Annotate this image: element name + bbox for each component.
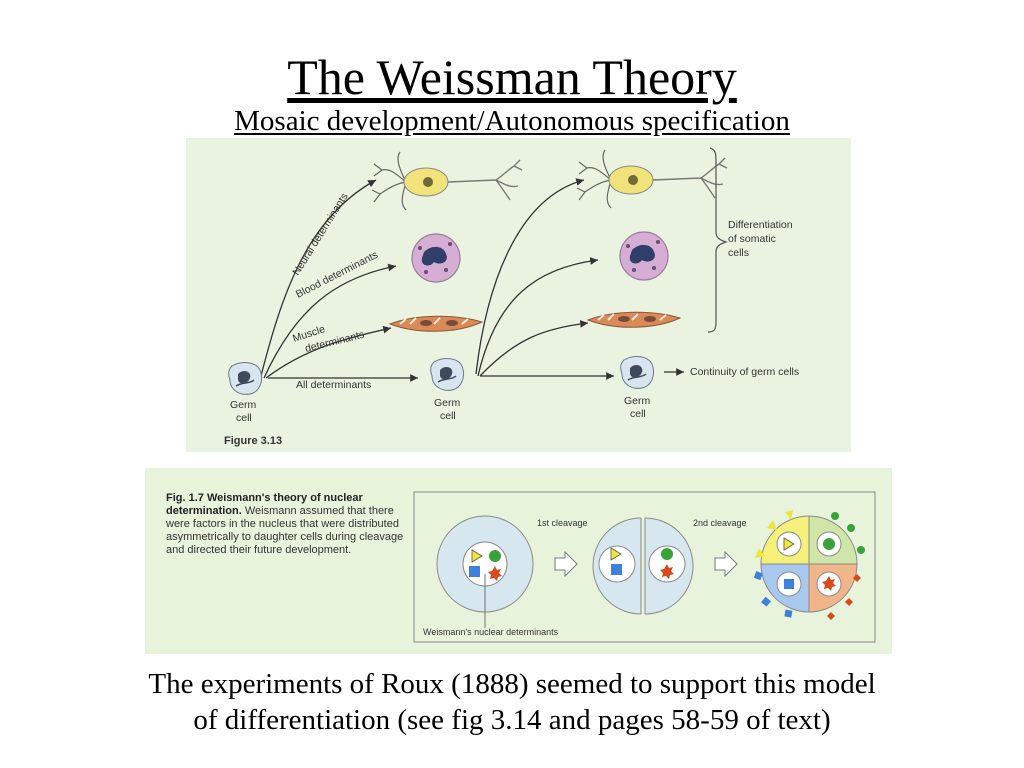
muscle-cell — [389, 315, 483, 333]
surface-marker — [845, 598, 853, 606]
cells-label: cells — [728, 247, 749, 259]
neural-arrow-2 — [475, 178, 585, 375]
arrow-right-icon-2 — [714, 550, 738, 578]
red-star-icon — [488, 566, 502, 581]
cell-label: cell — [236, 412, 252, 424]
blue-square-icon-2 — [611, 564, 622, 575]
surface-marker — [767, 520, 777, 530]
arrow-right-icon — [554, 550, 578, 578]
germ-label-2: Germ — [434, 397, 461, 409]
surface-marker — [784, 609, 793, 618]
surface-marker — [755, 548, 765, 558]
germ-cell-icon-3 — [619, 355, 655, 390]
germ-cell-icon-2 — [429, 357, 465, 392]
surface-marker — [853, 574, 861, 582]
caption-body: Weismann assumed that there were factors… — [166, 505, 404, 556]
neuron-cell-2 — [576, 149, 728, 209]
germ-label: Germ — [230, 399, 257, 411]
muscle-cell-2 — [587, 311, 681, 329]
surface-marker — [831, 512, 839, 520]
cell-label-2: cell — [440, 410, 456, 422]
surface-marker — [761, 596, 771, 607]
yellow-triangle-icon-3 — [783, 537, 795, 551]
blue-square-icon-3 — [784, 579, 794, 589]
second-cleavage-label: 2nd cleavage — [693, 518, 747, 528]
blood-arrow-2 — [477, 257, 599, 377]
neural-arrow — [260, 179, 377, 377]
all-determinants-label: All determinants — [296, 379, 371, 391]
red-star-icon-3 — [822, 576, 836, 591]
blood-cell-2 — [619, 231, 669, 281]
surface-marker — [827, 612, 835, 620]
footer-line-1: The experiments of Roux (1888) seemed to… — [148, 668, 876, 700]
diagram-frame — [413, 491, 876, 643]
yellow-triangle-icon-2 — [610, 547, 622, 561]
continuity-label: Continuity of germ cells — [690, 366, 799, 378]
blue-square-icon — [469, 566, 480, 577]
determinants-label: Weismann's nuclear determinants — [423, 627, 559, 637]
figure-3-13-diagram: Neural determinants Blood determinants M… — [224, 147, 799, 447]
cell-label-3: cell — [630, 408, 646, 420]
germ-label-3: Germ — [624, 395, 651, 407]
four-cell-embryo — [753, 510, 865, 620]
figure-3-13: Neural determinants Blood determinants M… — [186, 138, 851, 452]
surface-marker — [847, 524, 855, 532]
caption-title: Fig. 1.7 Weismann's theory of nuclear de… — [166, 492, 363, 517]
surface-marker — [753, 571, 763, 581]
muscle-arrow-2 — [479, 320, 589, 377]
blood-cell — [411, 233, 461, 283]
surface-marker — [785, 510, 793, 520]
somatic-bracket — [707, 147, 728, 333]
cleavage-line — [640, 518, 646, 614]
figure-1-7-caption: Fig. 1.7 Weismann's theory of nuclear de… — [166, 492, 406, 557]
differentiation-label: Differentiation — [728, 219, 793, 231]
figure-1-7-diagram: Weismann's nuclear determinants 1st clea… — [413, 491, 876, 643]
slide-title: The Weissman Theory — [287, 49, 737, 105]
blood-arrow — [263, 263, 397, 379]
surface-marker — [857, 546, 865, 554]
muscle-arrow — [265, 325, 392, 379]
first-cleavage-label: 1st cleavage — [537, 518, 588, 528]
footer-line-2: of differentiation (see fig 3.14 and pag… — [193, 704, 831, 736]
green-circle-icon-3 — [823, 538, 835, 550]
of-somatic-label: of somatic — [728, 233, 776, 245]
figure-1-7: Fig. 1.7 Weismann's theory of nuclear de… — [145, 468, 892, 654]
figure-label: Figure 3.13 — [224, 435, 282, 447]
green-circle-icon-2 — [661, 548, 673, 560]
yellow-triangle-icon — [471, 549, 483, 563]
green-circle-icon — [489, 550, 501, 562]
slide-subtitle: Mosaic development/Autonomous specificat… — [234, 105, 790, 137]
germ-cell-icon — [227, 361, 263, 396]
slide-footer: The experiments of Roux (1888) seemed to… — [0, 666, 1024, 738]
neuron-cell — [371, 151, 523, 211]
red-star-icon-2 — [660, 564, 674, 579]
